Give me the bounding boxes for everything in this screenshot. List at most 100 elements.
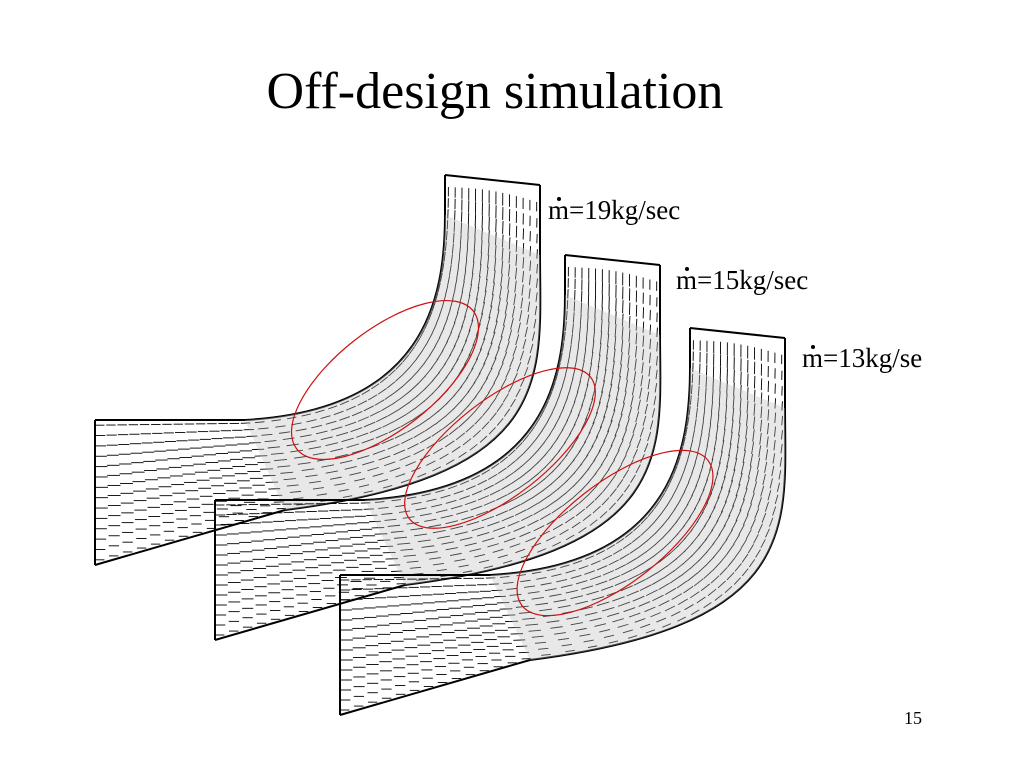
vector-arrow — [334, 482, 346, 486]
page-number: 15 — [904, 708, 922, 728]
vector-arrow — [636, 438, 642, 449]
vector-arrow — [454, 558, 466, 562]
vector-arrow — [649, 420, 654, 430]
vector-arrow — [594, 305, 596, 318]
vector-arrow — [417, 472, 427, 478]
vector-arrow — [533, 525, 545, 532]
vector-arrow — [498, 532, 511, 538]
vector-arrow — [690, 384, 693, 395]
vector-arrow — [649, 338, 652, 350]
vector-arrow — [305, 474, 318, 478]
vector-arrow — [590, 351, 594, 365]
vector-arrow — [410, 527, 424, 531]
vector-arrow — [651, 577, 664, 585]
vector-arrow — [539, 608, 553, 612]
vector-arrow — [455, 432, 466, 441]
vector-arrow — [582, 513, 592, 522]
vector-arrow — [556, 578, 568, 583]
vector-arrow — [501, 234, 504, 248]
vector-arrow — [645, 629, 655, 634]
vector-arrow — [377, 478, 388, 483]
vector-arrow — [501, 351, 508, 364]
vector-arrow — [464, 542, 477, 547]
vector-arrow — [419, 513, 432, 517]
vector-arrow — [684, 426, 688, 437]
vector-arrow — [490, 357, 497, 370]
vector-arrow — [644, 606, 656, 613]
vector-arrow — [315, 409, 325, 414]
vector-arrow — [674, 499, 681, 510]
vector-arrow — [488, 473, 498, 480]
vector-arrow — [755, 469, 759, 482]
vector-arrow — [271, 419, 281, 422]
vector-arrow — [536, 429, 543, 439]
vector-arrow — [733, 458, 738, 471]
vector-arrow — [653, 500, 661, 510]
vector-arrow — [715, 426, 719, 439]
vector-arrow — [595, 401, 601, 415]
vector-arrow — [522, 271, 525, 283]
vector-arrow — [613, 398, 618, 412]
vector-arrow — [380, 404, 392, 412]
vector-arrow — [431, 371, 441, 382]
vector-arrow — [734, 563, 742, 572]
vector-arrow — [734, 548, 742, 559]
vector-arrow — [346, 443, 360, 448]
vector-arrow — [596, 601, 610, 607]
vector-arrow — [587, 486, 597, 497]
vector-arrow — [625, 558, 637, 565]
vector-arrow — [541, 421, 549, 431]
vector-arrow — [432, 529, 446, 534]
vector-arrow — [445, 230, 448, 241]
vector-arrow — [639, 584, 652, 591]
vector-arrow — [500, 325, 505, 338]
vector-arrow — [544, 400, 549, 410]
vector-arrow — [440, 494, 451, 499]
vector-arrow — [344, 421, 357, 427]
vector-arrow — [733, 577, 741, 585]
vector-arrow — [469, 443, 478, 451]
vector-arrow — [514, 509, 527, 516]
vector-arrow — [499, 285, 502, 299]
vector-arrow — [646, 589, 658, 597]
vector-arrow — [642, 415, 647, 426]
vector-arrow — [719, 538, 728, 550]
vector-arrow — [639, 387, 643, 399]
vector-arrow — [659, 492, 666, 502]
vector-arrow — [536, 249, 538, 259]
vector-arrow — [647, 431, 652, 442]
vector-arrow — [551, 505, 563, 514]
vector-arrow — [584, 338, 588, 351]
vector-arrow — [640, 453, 645, 463]
vector-arrow — [774, 398, 776, 409]
vector-arrow — [627, 355, 630, 368]
vector-arrow — [472, 430, 481, 438]
vector-arrow — [550, 626, 563, 629]
vector-arrow — [529, 260, 532, 271]
vector-arrow — [705, 556, 715, 567]
vector-arrow — [539, 512, 552, 521]
vector-arrow — [632, 562, 644, 570]
vector-arrow — [583, 349, 587, 362]
vector-arrow — [472, 249, 476, 263]
vector-arrow — [432, 447, 443, 455]
vector-arrow — [614, 580, 627, 586]
vector-arrow — [407, 395, 418, 404]
vector-arrow — [400, 419, 413, 428]
vector-arrow — [725, 529, 733, 541]
vector-arrow — [374, 501, 385, 503]
vector-arrow — [425, 551, 438, 554]
vector-arrow — [602, 483, 611, 493]
vector-arrow — [569, 378, 574, 389]
vector-arrow — [735, 484, 741, 497]
vector-arrow — [550, 475, 561, 485]
vector-arrow — [409, 358, 418, 368]
vector-arrow — [361, 438, 375, 444]
vector-arrow — [698, 374, 701, 386]
vector-arrow — [410, 370, 419, 380]
vector-arrow — [729, 431, 733, 445]
vector-arrow — [495, 510, 508, 517]
vector-arrow — [595, 580, 608, 586]
vector-arrow — [580, 468, 590, 479]
vector-arrow — [414, 337, 421, 347]
